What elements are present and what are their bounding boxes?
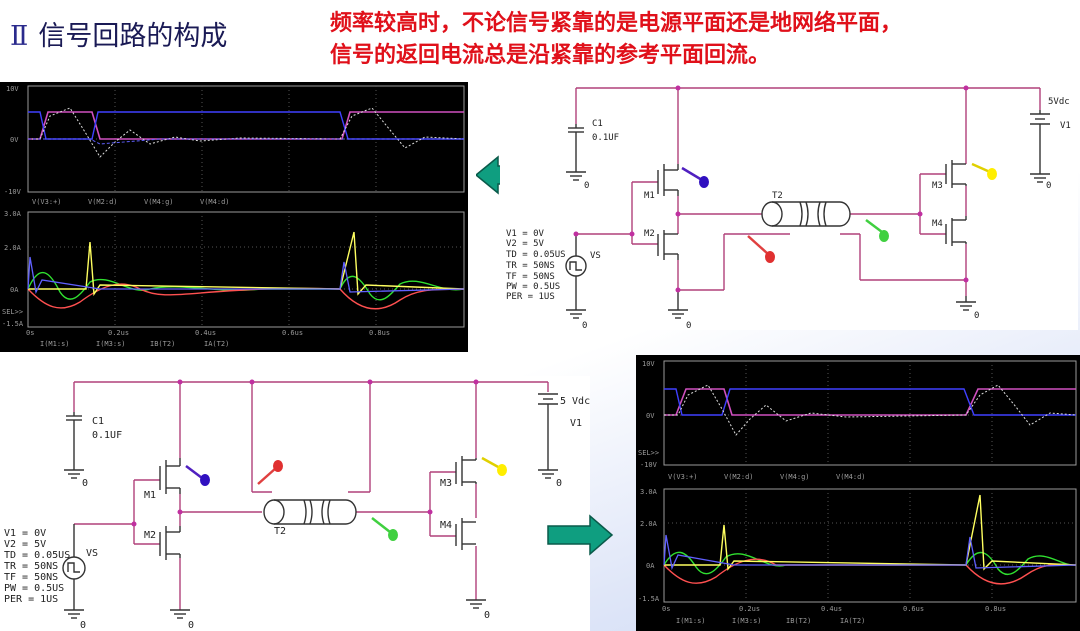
i-tick-1: 3.0A [4,210,22,218]
m1-label-b: M1 [144,490,156,501]
ground-m2: 0 [686,321,691,330]
source-ref-b: V1 [570,418,582,429]
legend-i1: I(M1:s) [40,340,70,348]
x-tick-0-b: 0s [662,605,670,613]
m3-label: M3 [932,181,943,191]
m2-label: M2 [644,229,655,239]
pulse-param-b2: V2 = 5V [4,539,46,550]
pulse-param-6: PW = 0.5US [506,282,560,292]
ground-m2-b: 0 [188,620,194,631]
section-title: 信号回路的构成 [38,21,228,52]
legend-v2-b: V(M2:d) [724,473,754,481]
circuit-bottom-left: C1 0.1UF 5 Vdc V1 0 0 0 0 0 M1 M2 M3 M4 … [0,376,590,631]
ground-vs: 0 [582,321,587,330]
section-number: Ⅱ [10,21,29,52]
pulse-param-2: V2 = 5V [506,239,545,249]
i-tick-3: 0A [10,286,19,294]
source-ref: V1 [1060,121,1071,131]
legend-v2: V(M2:d) [88,198,118,206]
m4-label: M4 [932,219,943,229]
ground-m4-b: 0 [484,610,490,621]
legend-i4-b: IA(T2) [840,617,865,625]
i-tick-3-b: 0A [646,562,655,570]
legend-v3: V(M4:g) [144,198,174,206]
x-tick-2: 0.4us [195,329,216,337]
v-tick-top: 10V [6,85,19,93]
arrow-right-icon [547,514,614,556]
scope-top-left: 10V 0V -10V 3.0A 2.0A 0A SEL>> -1.5A 0s … [0,82,468,352]
tline-label: T2 [772,191,783,201]
m3-label-b: M3 [440,478,452,489]
x-tick-4-b: 0.8us [985,605,1006,613]
pulse-param-3: TD = 0.05US [506,250,566,260]
pulse-param-b6: PW = 0.5US [4,583,64,594]
cap-value-b: 0.1UF [92,430,122,441]
pulse-param-5: TF = 50NS [506,272,555,282]
note-line-2: 信号的返回电流总是沿紧靠的参考平面回流。 [330,43,771,68]
ground-cap-b: 0 [82,478,88,489]
legend-i3: IB(T2) [150,340,175,348]
legend-v1-b: V(V3:+) [668,473,698,481]
sel-label: SEL>> [2,308,23,316]
x-tick-4: 0.8us [369,329,390,337]
v-tick-zero-b: 0V [646,412,655,420]
i-tick-2: 2.0A [4,244,22,252]
legend-i3-b: IB(T2) [786,617,811,625]
note-line-1: 频率较高时，不论信号紧靠的是电源平面还是地网络平面， [330,11,903,36]
i-tick-1-b: 3.0A [640,488,658,496]
ground-source: 0 [1046,181,1051,191]
tline-label-b: T2 [274,526,286,537]
m2-label-b: M2 [144,530,156,541]
pulse-param-1: V1 = 0V [506,229,545,239]
pulse-param-b4: TR = 50NS [4,561,58,572]
v-tick-top-b: 10V [642,360,655,368]
vs-label-b: VS [86,548,98,559]
legend-i1-b: I(M1:s) [676,617,706,625]
legend-i2: I(M3:s) [96,340,126,348]
i-tick-4-b: -1.5A [638,595,660,603]
x-tick-2-b: 0.4us [821,605,842,613]
ground-m4: 0 [974,311,979,321]
slide-title: Ⅱ 信号回路的构成 [10,14,227,53]
i-tick-4: -1.5A [2,320,24,328]
source-label-b: 5 Vdc [560,396,590,407]
legend-v4: V(M4:d) [200,198,230,206]
sel-label-b: SEL>> [638,449,659,457]
legend-i2-b: I(M3:s) [732,617,762,625]
m4-label-b: M4 [440,520,452,531]
pulse-param-b1: V1 = 0V [4,528,46,539]
legend-v4-b: V(M4:d) [836,473,866,481]
ground-cap: 0 [584,181,589,191]
ground-source-b: 0 [556,478,562,489]
cap-value: 0.1UF [592,133,619,143]
v-tick-bottom-b: -10V [640,461,658,469]
legend-i4: IA(T2) [204,340,229,348]
m1-label: M1 [644,191,655,201]
pulse-param-b3: TD = 0.05US [4,550,70,561]
explanation-note: 频率较高时，不论信号紧靠的是电源平面还是地网络平面， 信号的返回电流总是沿紧靠的… [330,8,1070,72]
pulse-param-b5: TF = 50NS [4,572,58,583]
cap-label: C1 [592,119,603,129]
legend-v1: V(V3:+) [32,198,62,206]
legend-v3-b: V(M4:g) [780,473,810,481]
pulse-param-b7: PER = 1US [4,594,58,605]
circuit-top-right: C1 0.1UF 5Vdc V1 0 0 0 0 0 M1 M2 M3 M4 T… [500,84,1078,330]
x-tick-1: 0.2us [108,329,129,337]
x-tick-1-b: 0.2us [739,605,760,613]
scope-bottom-right: 10V 0V SEL>> -10V 3.0A 2.0A 0A -1.5A 0s … [636,355,1080,631]
pulse-param-7: PER = 1US [506,292,555,302]
v-tick-zero: 0V [10,136,19,144]
x-tick-0: 0s [26,329,34,337]
x-tick-3: 0.6us [282,329,303,337]
pulse-param-4: TR = 50NS [506,261,555,271]
cap-label-b: C1 [92,416,104,427]
vs-label: VS [590,251,601,261]
i-tick-2-b: 2.0A [640,520,658,528]
x-tick-3-b: 0.6us [903,605,924,613]
ground-vs-b: 0 [80,620,86,631]
v-tick-bottom: -10V [4,188,22,196]
source-label: 5Vdc [1048,97,1070,107]
